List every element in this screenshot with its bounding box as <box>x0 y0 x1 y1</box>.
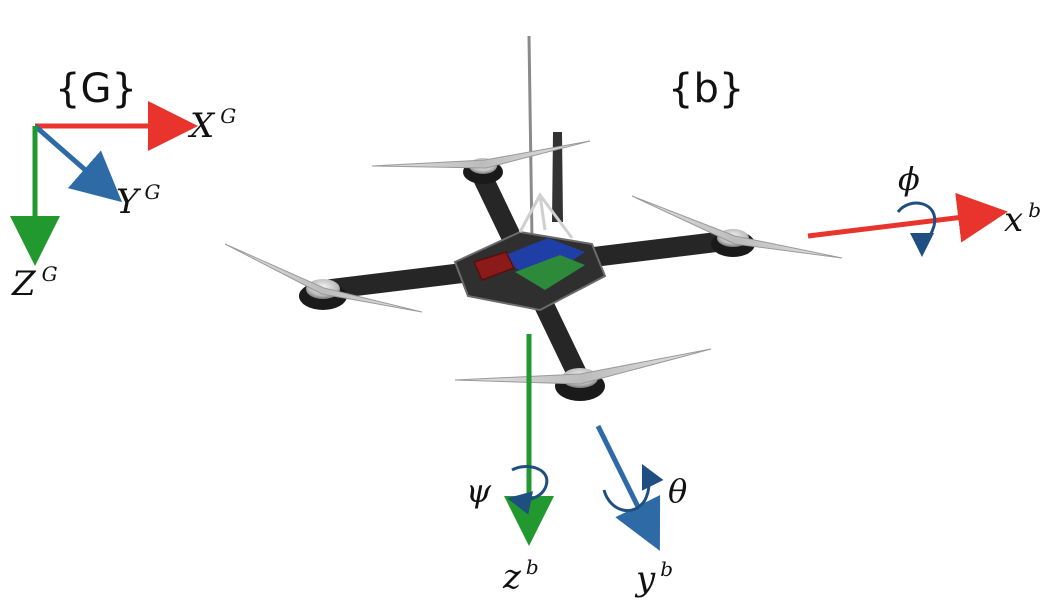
quadrotor-drone <box>224 35 843 401</box>
body-frame-label: {b} <box>668 66 744 112</box>
antenna-mast <box>527 35 534 241</box>
landing-gear <box>518 192 574 239</box>
pitch-angle-label: θ <box>668 472 687 510</box>
flight-controller-board <box>498 238 585 282</box>
roll-rotation-arrow-icon <box>896 201 937 257</box>
pcb-board <box>515 255 585 290</box>
body-x-axis-arrow <box>807 192 1008 243</box>
yaw-rotation: ψ <box>466 465 549 515</box>
battery-pack <box>472 251 516 281</box>
roll-rotation: ϕ <box>896 160 937 257</box>
pitch-rotation-arrow-icon <box>602 463 664 512</box>
roll-angle-label: ϕ <box>898 160 920 198</box>
global-y-axis-arrow <box>33 124 123 203</box>
body-y-axis-arrow <box>595 424 661 551</box>
yaw-angle-label: ψ <box>466 472 492 510</box>
global-frame-label: {G} <box>55 66 137 112</box>
propellers <box>224 140 843 385</box>
yaw-rotation-arrow-icon <box>507 465 549 515</box>
pitch-rotation: θ <box>602 463 687 512</box>
gps-antenna <box>552 132 563 222</box>
